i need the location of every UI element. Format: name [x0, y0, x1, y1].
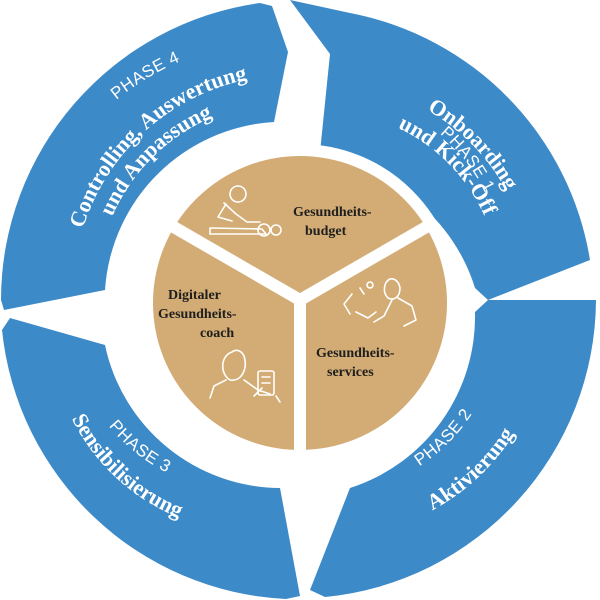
core-budget-line2: budget: [305, 224, 347, 239]
core-coach-line3: coach: [200, 326, 234, 341]
core-services-line2: services: [327, 365, 374, 380]
phase-1-segment: [290, 0, 590, 300]
massage-icon: [209, 185, 282, 237]
core-divider: [296, 216, 439, 306]
phase-3-segment: [2, 318, 300, 599]
core-budget-line1: Gesundheits-: [293, 205, 372, 220]
smartphone-user-icon: [209, 349, 281, 403]
core-ring: [141, 144, 459, 462]
phase-4-segment: [1, 3, 288, 310]
core-services-line1: Gesundheits-: [316, 346, 395, 361]
phase-2-segment: [310, 300, 596, 597]
core-coach-line2: Gesundheits-: [158, 307, 237, 322]
core-divider: [161, 216, 304, 306]
doctor-patient-icon: [343, 278, 417, 327]
core-coach-line1: Digitaler: [168, 288, 221, 303]
